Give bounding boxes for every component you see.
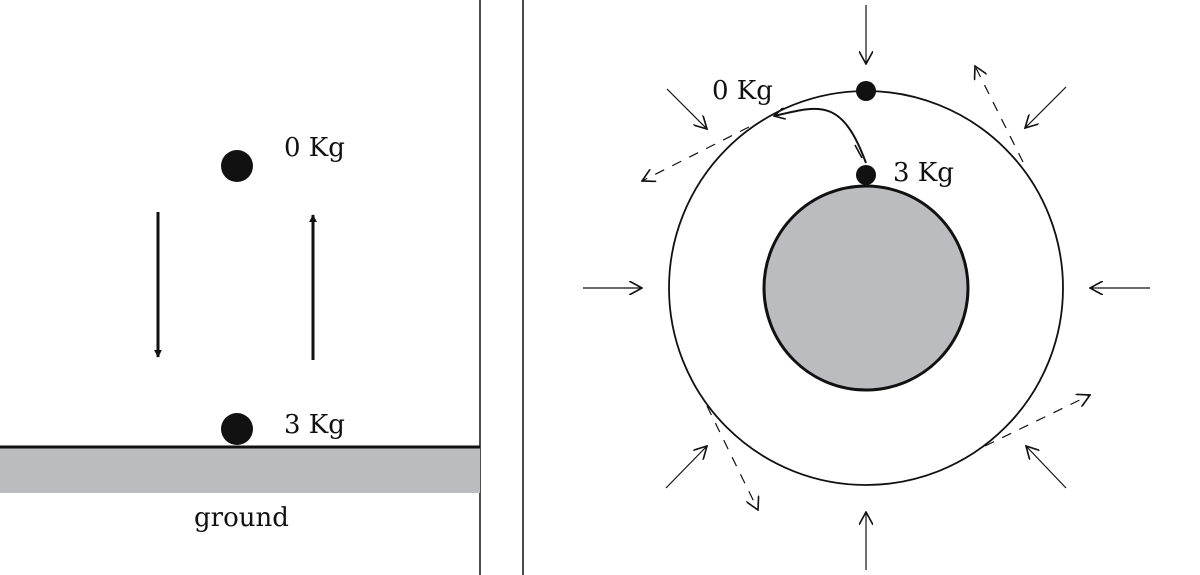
tangent-arrow-bottom-left xyxy=(706,405,758,510)
tangent-arrow-top-right xyxy=(975,66,1024,163)
tangent-arrows xyxy=(642,66,1090,510)
inner-ball-label: 3 Kg xyxy=(893,158,954,188)
inner-ball xyxy=(856,165,876,185)
inward-arrow-bottom-right xyxy=(1026,446,1067,489)
tangent-arrow-bottom-right xyxy=(984,395,1090,447)
bottom-ball xyxy=(221,413,253,445)
right-panel: 0 Kg 3 Kg xyxy=(522,0,1150,575)
outer-ball-label: 0 Kg xyxy=(712,76,773,106)
bottom-ball-label: 3 Kg xyxy=(284,410,345,440)
top-ball xyxy=(221,150,253,182)
inward-arrow-bottom-left xyxy=(665,446,707,489)
planet xyxy=(762,184,970,392)
inward-arrows xyxy=(583,5,1150,570)
top-ball-label: 0 Kg xyxy=(284,133,345,163)
left-panel: 0 Kg 3 Kg ground xyxy=(0,0,481,575)
tangent-arrow-top-left xyxy=(642,126,750,181)
transfer-curve-start-tick xyxy=(854,144,863,159)
ground-surface xyxy=(0,448,480,493)
ground-label: ground xyxy=(194,503,289,533)
inward-arrow-top-left xyxy=(666,88,707,129)
transfer-curve-arrow xyxy=(774,109,867,164)
inward-arrow-top-right xyxy=(1025,86,1067,128)
outer-ball xyxy=(856,81,876,101)
